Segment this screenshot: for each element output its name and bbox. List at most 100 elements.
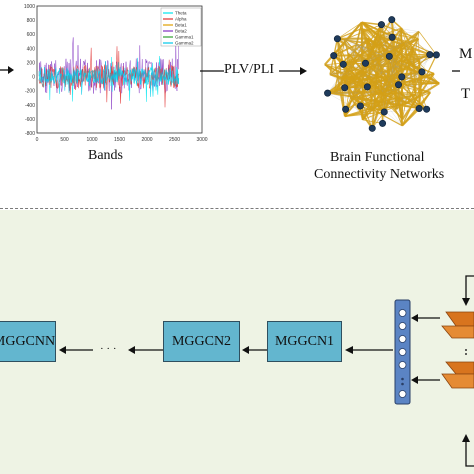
- brain-network-graph: [324, 16, 440, 132]
- network-edge: [356, 44, 402, 69]
- network-edge: [327, 92, 383, 124]
- network-edge: [402, 41, 417, 95]
- network-edge: [401, 107, 420, 127]
- network-edge: [361, 55, 390, 72]
- network-edge: [337, 28, 362, 40]
- network-edge: [341, 75, 368, 88]
- network-edge: [380, 55, 385, 112]
- network-edge: [343, 54, 381, 66]
- bands-caption: Bands: [88, 148, 123, 163]
- network-edge: [412, 49, 423, 72]
- network-edge: [342, 63, 368, 88]
- network-edge: [348, 53, 421, 84]
- network-edge: [430, 73, 435, 93]
- network-node: [333, 35, 341, 43]
- network-node: [377, 21, 385, 29]
- network-edge: [381, 24, 419, 40]
- legend-box: [160, 7, 202, 47]
- y-tick-label: 600: [27, 32, 36, 38]
- y-tick-label: 800: [27, 18, 36, 24]
- network-node: [341, 84, 349, 92]
- network-edge: [365, 63, 402, 69]
- network-nodes: [324, 16, 440, 132]
- y-tick-label: -200: [25, 89, 35, 95]
- network-edge: [365, 37, 393, 64]
- x-tick-label: 2500: [169, 137, 180, 143]
- network-edge: [344, 87, 372, 111]
- network-node: [363, 83, 371, 91]
- network-node: [388, 33, 396, 41]
- network-edge: [360, 93, 416, 107]
- network-caption-line1: Brain Functional: [330, 150, 425, 165]
- x-tick-label: 0: [36, 137, 39, 143]
- network-edge: [333, 21, 363, 57]
- network-edge: [333, 54, 381, 57]
- y-tick-label: -400: [25, 103, 35, 109]
- network-edge: [364, 35, 381, 64]
- network-node: [356, 102, 364, 110]
- network-node: [361, 59, 369, 67]
- network-edge: [383, 61, 397, 94]
- network-edge: [406, 93, 417, 105]
- network-edge: [403, 41, 421, 84]
- network-edge: [371, 84, 400, 112]
- section-divider: [0, 208, 474, 209]
- network-edge: [333, 43, 358, 57]
- network-edge: [379, 27, 402, 37]
- right-edge-text-top: M: [459, 46, 473, 62]
- network-node: [385, 52, 393, 60]
- network-edge: [341, 62, 366, 77]
- network-node: [342, 105, 350, 113]
- network-edge: [402, 83, 421, 120]
- network-node: [395, 81, 403, 89]
- legend-entry: Gamma2: [175, 41, 194, 46]
- network-edge: [366, 38, 393, 91]
- y-tick-label: -800: [25, 131, 35, 137]
- network-node: [388, 16, 396, 24]
- network-node: [368, 124, 376, 132]
- ellipsis: · · ·: [100, 343, 117, 355]
- network-edge: [362, 70, 423, 81]
- network-edge: [356, 44, 363, 72]
- x-tick-label: 2000: [141, 137, 152, 143]
- network-edge: [383, 83, 421, 94]
- network-edge: [356, 44, 384, 94]
- network-node: [426, 51, 434, 59]
- network-caption-line2: Connectivity Networks: [314, 167, 445, 182]
- network-edge: [344, 87, 363, 120]
- network-edge: [360, 27, 403, 78]
- network-edge: [365, 37, 419, 65]
- legend-entry: Alpha: [175, 17, 187, 22]
- x-tick-label: 1500: [114, 137, 125, 143]
- band-waveform: [38, 57, 180, 97]
- network-edge: [382, 76, 403, 94]
- network-node: [418, 68, 426, 76]
- network-node: [379, 119, 387, 127]
- network-node: [339, 60, 347, 68]
- network-edge: [359, 35, 381, 107]
- network-edge: [396, 71, 423, 110]
- network-node: [432, 51, 440, 59]
- network-edge: [395, 49, 414, 110]
- legend-entry: Beta2: [175, 29, 187, 34]
- network-node: [380, 108, 388, 116]
- y-tick-label: -600: [25, 117, 35, 123]
- network-edge: [344, 22, 362, 40]
- network-edge: [406, 71, 423, 104]
- plv-pli-label: PLV/PLI: [224, 62, 275, 77]
- network-edge: [401, 72, 435, 121]
- legend-entry: Beta1: [175, 23, 187, 28]
- network-edges: [324, 19, 440, 129]
- y-tick-label: 0: [32, 75, 35, 81]
- x-tick-label: 3000: [196, 137, 207, 143]
- network-edge: [350, 91, 384, 100]
- network-edge: [366, 41, 405, 88]
- network-node: [330, 52, 338, 60]
- network-edge: [383, 92, 416, 96]
- network-edge: [398, 71, 423, 85]
- network-edge: [392, 37, 421, 84]
- right-edge-text-bottom: T: [461, 86, 471, 102]
- legend-entry: Theta: [175, 11, 187, 16]
- network-edge: [365, 41, 404, 64]
